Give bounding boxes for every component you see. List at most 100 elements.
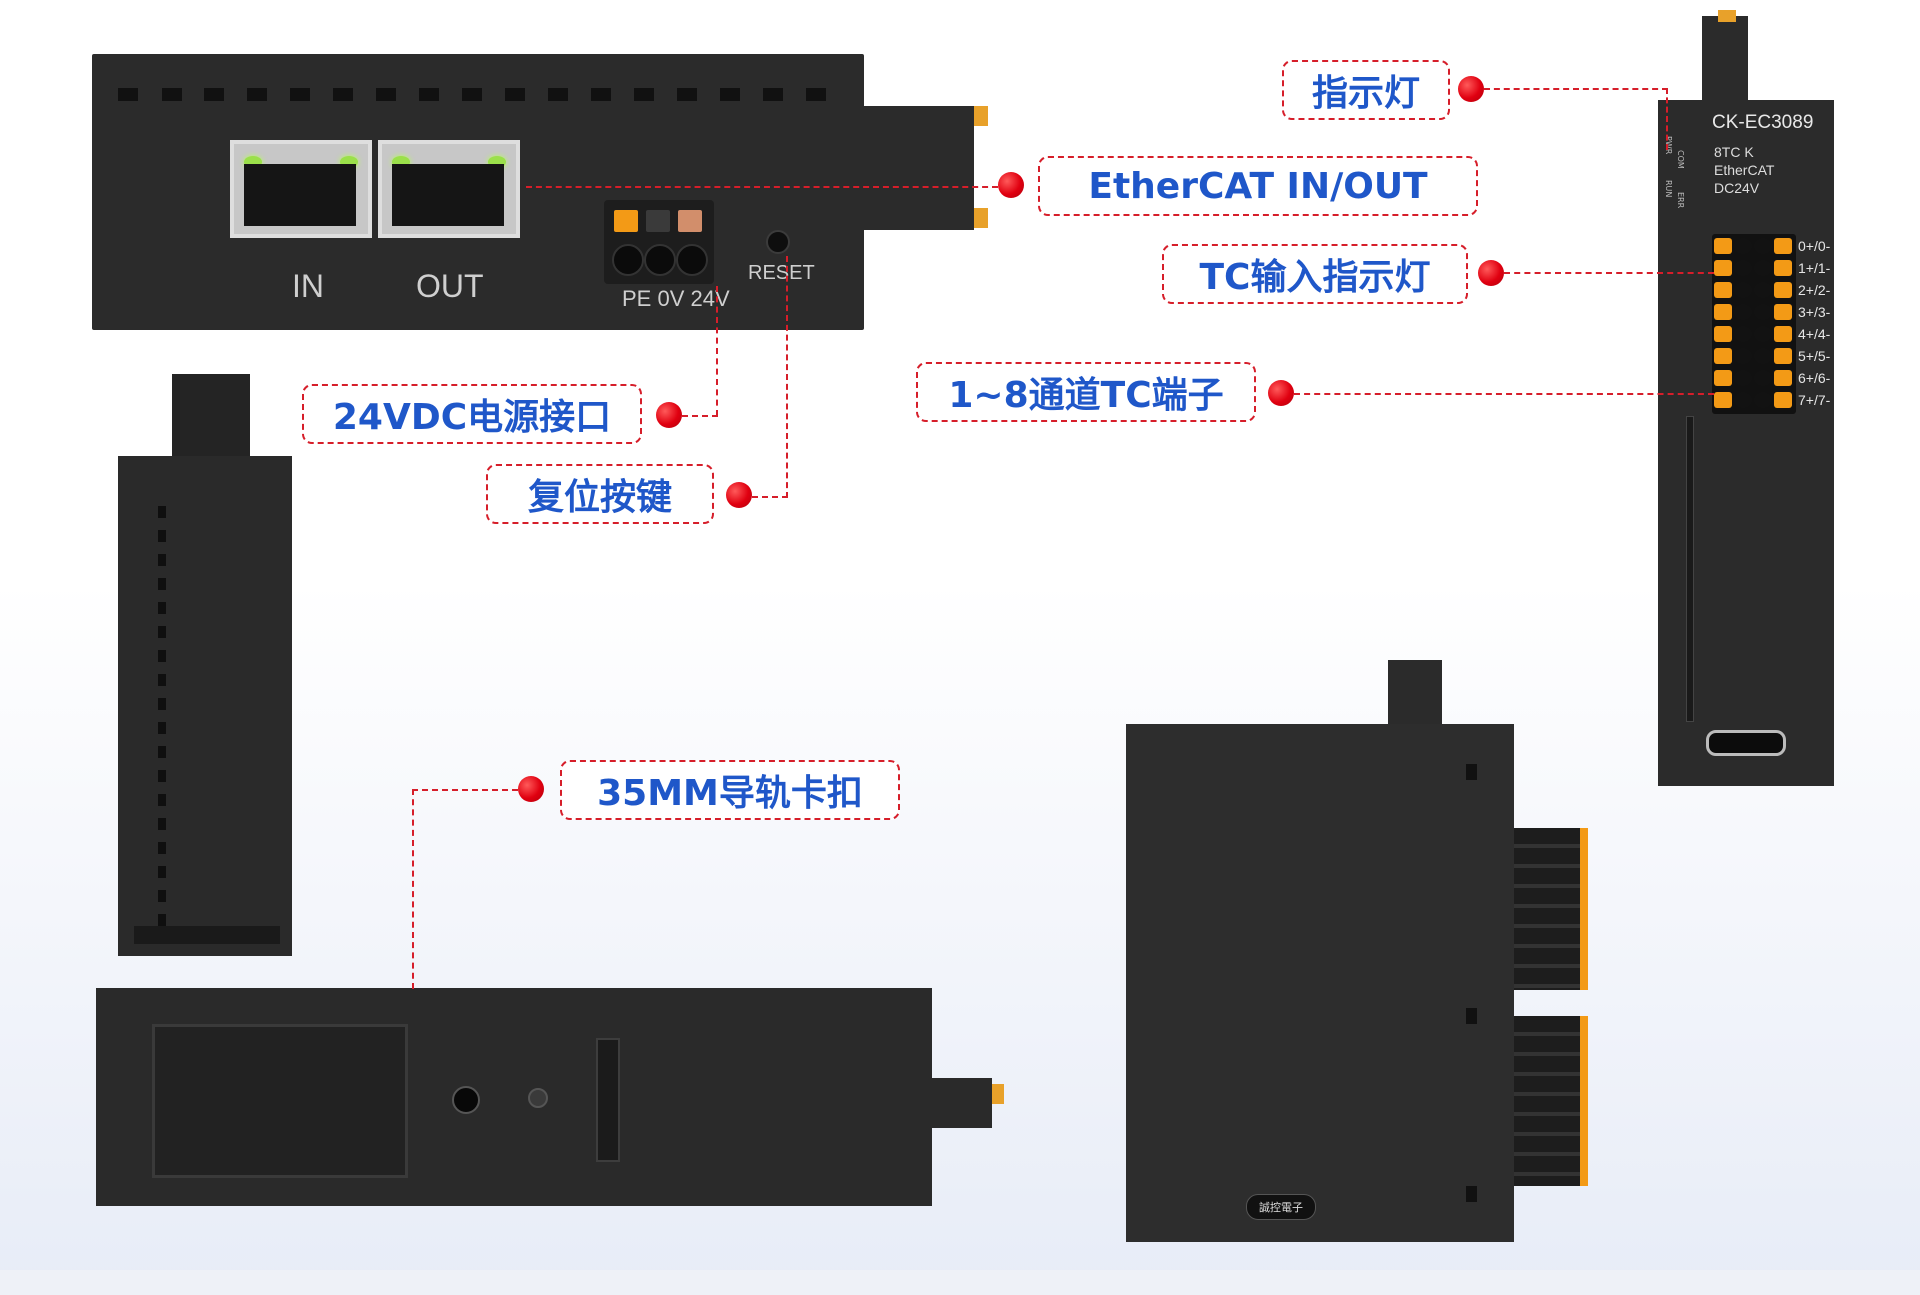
marker-dot [1268,380,1294,406]
vent-slot [247,88,267,101]
terminal-lever[interactable] [1774,370,1792,386]
vent-slot [591,88,611,101]
tall-module-top-connector [1702,16,1748,104]
channel-label: 6+/6- [1798,370,1831,386]
callout-text: 24VDC电源接口 [332,397,612,438]
leader-line [682,415,718,417]
reset-button[interactable] [766,230,790,254]
callout-text: EtherCAT IN/OUT [1088,165,1428,207]
terminal-hole [612,244,644,276]
marker-dot [998,172,1024,198]
terminal-lever[interactable] [1714,260,1732,276]
terminal-hole [676,244,708,276]
leader-line [716,286,718,416]
terminal-lever[interactable] [1774,392,1792,408]
channel-label: 5+/5- [1798,348,1831,364]
brand-badge: 誠控電子 [1246,1194,1316,1220]
model-label: CK-EC3089 [1712,112,1814,133]
stub-clip [974,208,988,228]
terminal-hole [1754,304,1772,320]
tc-terminal-block[interactable] [1712,234,1796,414]
side-terminal-block-upper[interactable] [1514,828,1588,990]
vent-slot [462,88,482,101]
side-view-module: 誠控電子 [1126,724,1514,1242]
terminal-hole [1734,304,1752,320]
terminal-lever[interactable] [1714,304,1732,320]
marker-dot [518,776,544,802]
side-terminal-block-lower[interactable] [1514,1016,1588,1186]
terminal-hole [1754,238,1772,254]
vent-slot [505,88,525,101]
vent-slot [763,88,783,101]
stub-clip [992,1084,1004,1104]
channel-label: 7+/7- [1798,392,1831,408]
status-label-err: ERR [1676,192,1685,209]
terminal-lever[interactable] [1774,326,1792,342]
terminal-lever[interactable] [1714,238,1732,254]
leader-line [1484,88,1668,90]
terminal-hole [1734,282,1752,298]
reset-label: RESET [748,262,815,284]
status-label-com: COM [1676,150,1685,169]
callout-reset-button: 复位按键 [486,464,714,524]
terminal-lever[interactable] [1774,348,1792,364]
stub-clip [974,106,988,126]
bottom-band [0,1270,1920,1295]
marker-dot [1478,260,1504,286]
vent-slot [118,88,138,101]
vent-slot [806,88,826,101]
terminal-lever[interactable] [1714,348,1732,364]
terminal-lever[interactable] [1714,282,1732,298]
leader-line [1666,88,1668,150]
vent-slot [677,88,697,101]
vent-slot [290,88,310,101]
top-clip-connector [172,374,250,460]
ethercat-out-port[interactable] [378,140,520,238]
terminal-lever[interactable] [1774,260,1792,276]
terminal-lever-orange[interactable] [614,210,638,232]
status-label-pwr: PWR [1664,136,1673,155]
terminal-lever[interactable] [1714,370,1732,386]
terminal-lever[interactable] [1774,304,1792,320]
vent-slot [204,88,224,101]
terminal-hole [1734,392,1752,408]
terminal-hole [1754,348,1772,364]
leader-line [752,496,788,498]
channel-label: 4+/4- [1798,326,1831,342]
side-slot [1466,1008,1477,1024]
ethercat-in-port[interactable] [230,140,372,238]
tall-module: CK-EC3089 PWR COM RUN ERR 8TC K EtherCAT… [1658,100,1834,786]
terminal-lever[interactable] [1714,392,1732,408]
status-label-run: RUN [1664,180,1673,198]
terminal-hole [1734,348,1752,364]
vent-slot [419,88,439,101]
clip-latch[interactable] [152,1024,408,1178]
leader-line [786,256,788,498]
leader-line [412,789,414,989]
terminal-lever[interactable] [1774,238,1792,254]
leader-line [412,789,518,791]
port-out-label: OUT [416,268,484,304]
terminal-lever[interactable] [1774,282,1792,298]
leader-line [1504,272,1714,274]
rj45-socket [244,164,356,226]
mounting-hole [452,1086,480,1114]
callout-text: TC输入指示灯 [1199,257,1431,298]
terminal-hole [1754,260,1772,276]
marker-dot [726,482,752,508]
terminal-hole [1734,260,1752,276]
terminal-hole [1734,238,1752,254]
usb-c-port[interactable] [1706,730,1786,756]
terminal-lever[interactable] [1714,326,1732,342]
leader-line [526,186,998,188]
vent-slot [162,88,182,101]
rail-groove [158,506,166,926]
terminal-lever-copper[interactable] [678,210,702,232]
side-slot [1466,764,1477,780]
terminal-lever-dark[interactable] [646,210,670,232]
top-module: IN OUT PE 0V 24V RESET [92,54,864,330]
spec-line-1: 8TC K [1714,144,1754,160]
callout-text: 35MM导轨卡扣 [597,773,863,814]
power-terminal-block[interactable] [604,200,714,284]
channel-label: 3+/3- [1798,304,1831,320]
